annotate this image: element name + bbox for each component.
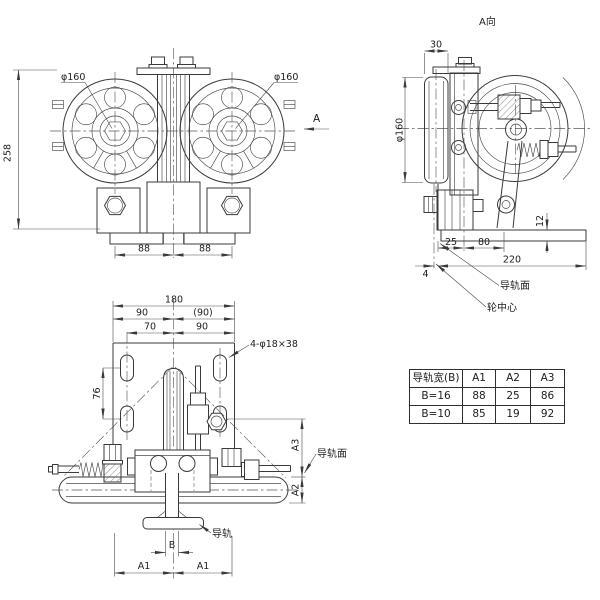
rail-face-label-side: 导轨面 [500,279,530,292]
plan-view: 180 90 (90) 70 90 4-φ18×38 76 [48,295,347,579]
table-cell: B=16 [409,387,463,406]
dims-bottom: B A1 A1 [114,531,233,577]
slots-callout: 4-φ18×38 [228,339,298,358]
side-view-title: A向 [479,15,496,28]
dim-88-right-text: 88 [199,244,211,255]
slot-hole [120,354,134,382]
slot-hole [120,405,134,433]
side-base [423,184,587,242]
dim-phi160-side-text: φ160 [395,118,406,142]
dim-12-text: 12 [535,215,546,227]
plan-right-bolt [221,448,291,480]
side-wheel-edge [424,76,449,184]
dim-90b-text: 90 [196,322,208,333]
dim-phi160-left: φ160 [61,72,113,129]
table-cell: 19 [495,405,531,424]
side-lever-arm [496,140,523,229]
slot-hole [213,354,227,382]
rail-callout: 导轨 [199,524,232,540]
dim-90-ref-text: (90) [193,308,213,319]
slots-label-text: 4-φ18×38 [250,339,298,350]
side-bracket [432,57,481,196]
dim-a3-text: A3 [291,439,302,452]
table-cell: 86 [530,387,565,406]
plan-dims-top: 180 90 (90) 70 90 [112,295,235,342]
table-cell: 25 [495,387,531,406]
dim-258: 258 [3,69,100,230]
side-spring-rod [516,140,577,159]
table-cell: 92 [530,405,565,424]
table-header-cell: 导轨宽(B) [409,369,463,388]
front-view: 258 φ160 φ160 88 88 A [3,48,329,259]
table-cell: B=10 [409,405,463,424]
plan-guide-rail [142,473,204,530]
side-view: A向 [395,15,592,314]
dim-25-text: 25 [445,237,457,248]
table-row: B=16 88 25 86 [409,387,565,406]
table-row: B=10 85 19 92 [409,405,565,424]
dim-90-text: 90 [136,308,148,319]
dim-a2-text: A2 [291,484,302,497]
table-header-cell: A1 [462,369,496,388]
side-leaders: 导轨面 轮中心 [435,243,530,314]
wheel-tabs [52,100,296,151]
plan-guide-column [163,367,184,452]
dim-88: 88 88 [114,244,233,259]
dim-phi160-right: φ160 [235,72,298,129]
dim-258-text: 258 [3,144,14,162]
side-roller [461,75,585,182]
parameter-table: 导轨宽(B) A1 A2 A3 B=16 88 25 86 B=10 85 19… [409,369,565,424]
view-arrow-A: A [303,113,329,131]
dim-4-text: 4 [422,269,428,280]
table-cell: 85 [462,405,496,424]
table-cell: 88 [462,387,496,406]
dim-phi160-right-text: φ160 [274,72,298,83]
dim-220-text: 220 [503,255,521,266]
dims-a2-a3: A3 A2 导轨面 [228,418,347,504]
front-base [96,181,251,245]
dim-a1-right-text: A1 [197,561,210,572]
plan-left-spring [48,444,123,483]
dim-30-text: 30 [430,40,442,51]
dim-a1-left-text: A1 [138,561,151,572]
dim-76: 76 [92,367,120,420]
rail-face-label-plan: 导轨面 [317,447,347,460]
view-arrow-A-text: A [313,113,321,125]
dim-180-text: 180 [165,295,183,306]
table-header-row: 导轨宽(B) A1 A2 A3 [409,369,565,388]
table-header-cell: A2 [495,369,531,388]
side-dims: 25 80 220 4 12 φ160 30 [395,40,587,280]
side-top-rod [467,94,561,120]
dim-76-text: 76 [92,387,103,399]
dim-70-text: 70 [144,322,156,333]
wheel-center-label: 轮中心 [487,301,517,314]
mounting-plate [112,342,235,462]
dim-80-text: 80 [478,237,490,248]
front-top-plate [136,56,211,75]
table-header-cell: A3 [530,369,565,388]
dim-b-text: B [169,540,176,551]
dim-phi160-left-text: φ160 [61,72,85,83]
plan-adjust-bolt [187,365,227,452]
rail-label-text: 导轨 [212,527,232,540]
dim-88-left-text: 88 [138,244,150,255]
